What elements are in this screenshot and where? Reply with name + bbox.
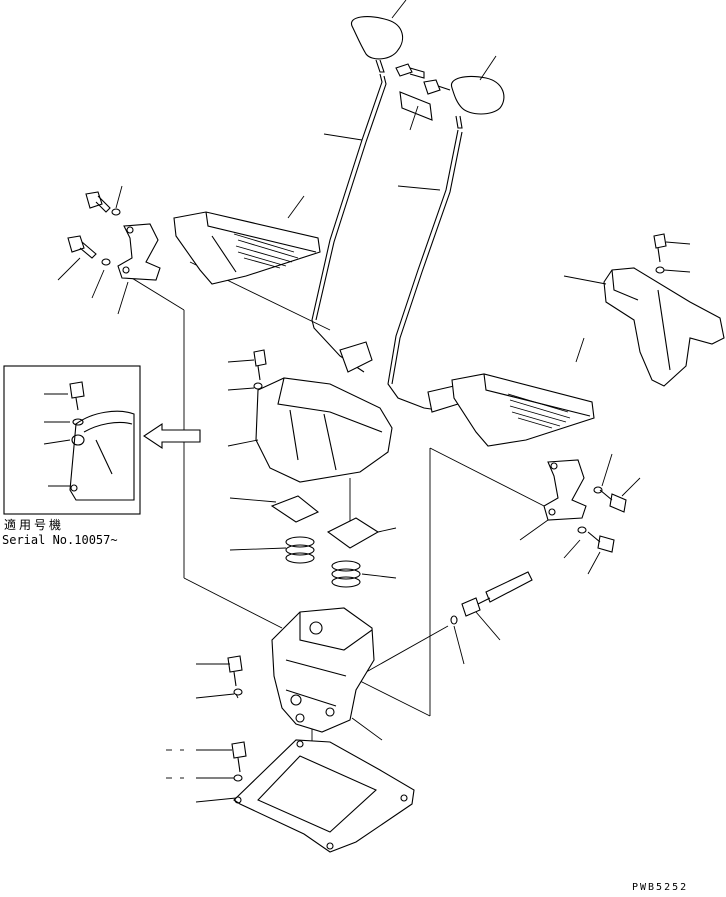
- dash-marks: [166, 749, 184, 779]
- inset-detail: [3, 365, 141, 515]
- left-lever-knob: [351, 16, 404, 60]
- left-lever-assembly: [311, 16, 404, 373]
- drawing-code: PWB5252: [632, 882, 689, 893]
- inset-caption-line1: 適用号機: [4, 518, 65, 532]
- left-pedal: [173, 211, 321, 285]
- bolts-right: [577, 486, 627, 553]
- right-lever-assembly: [387, 75, 505, 413]
- arrow-icon: [143, 422, 201, 450]
- bolts-upper-left: [67, 191, 121, 266]
- leader-lines: [57, 0, 691, 803]
- right-cover: [603, 233, 725, 387]
- knob-bolts: [395, 63, 451, 121]
- base-plate: [231, 739, 415, 853]
- right-lever-knob: [450, 75, 505, 115]
- valve-body: [227, 607, 375, 733]
- right-lever-rod: [387, 129, 459, 411]
- center-cover: [253, 349, 393, 483]
- hose-fitting: [450, 571, 533, 625]
- inset-caption-line2: Serial No.10057~: [2, 533, 118, 547]
- right-bracket: [543, 459, 587, 521]
- right-pedal: [451, 373, 595, 447]
- left-lever-rod: [311, 73, 383, 373]
- left-bracket: [117, 223, 161, 281]
- boots-and-springs: [270, 495, 380, 588]
